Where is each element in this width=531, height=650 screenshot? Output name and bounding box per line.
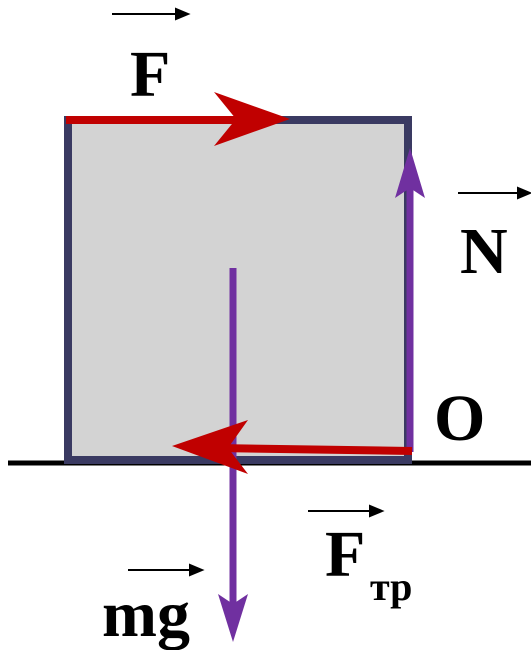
normal-force-label: N [460,215,508,288]
vector-mark-icon [458,186,531,200]
vector-mark-icon [112,7,191,21]
pivot-point-label: O [434,382,485,455]
vector-mark-icon [128,563,205,577]
applied-force-arrow [66,92,290,146]
block [64,116,412,464]
vector-mark-icon [308,504,385,518]
friction-subscript-label: тр [370,564,412,609]
friction-force-arrow [172,420,413,474]
applied-force-label: F [130,38,170,111]
gravity-force-label: mg [102,578,190,650]
friction-force-label: F [325,518,365,591]
normal-force-arrow [395,148,425,452]
